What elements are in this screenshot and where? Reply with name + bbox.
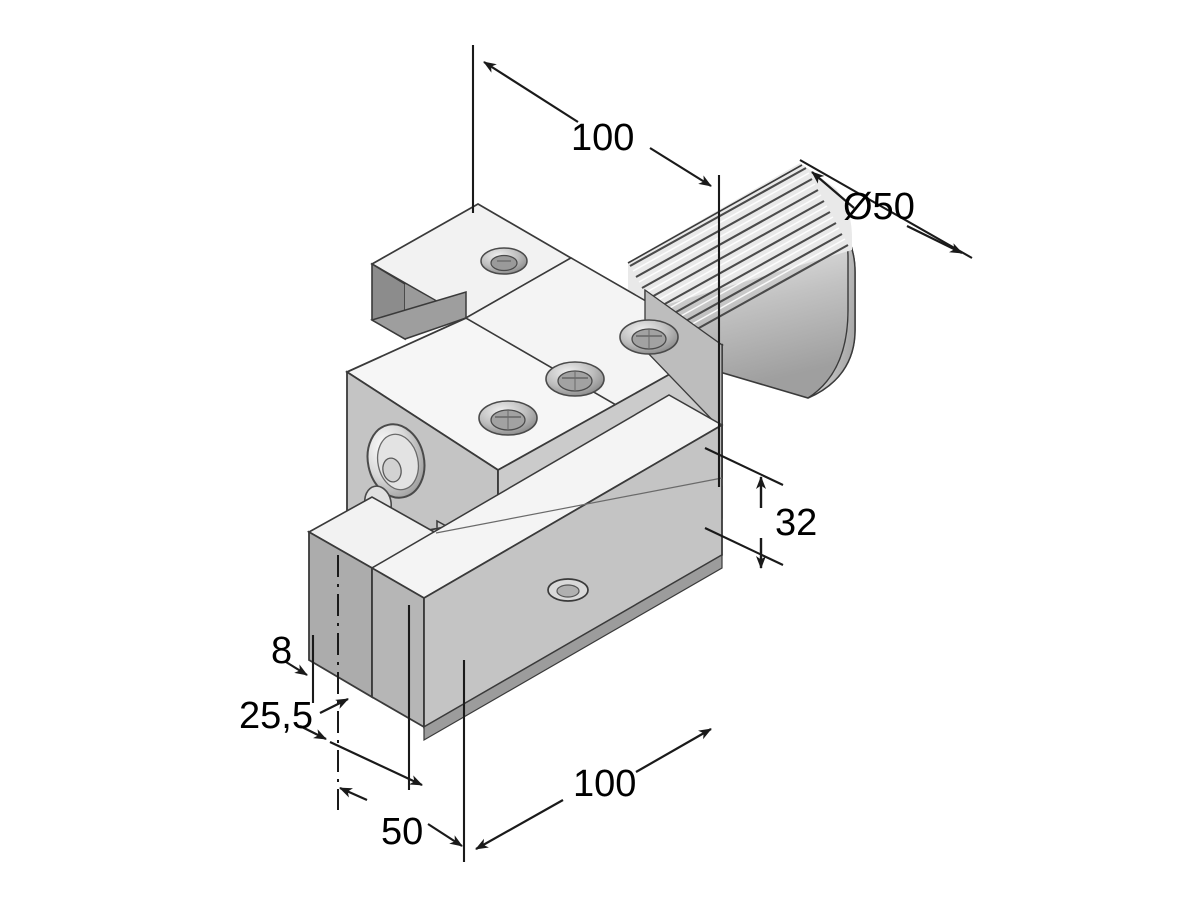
left-face-counterbore — [366, 423, 426, 499]
dimension-label-center-height: 32 — [775, 502, 817, 544]
dimension-shank-diameter — [799, 159, 973, 259]
shank-serrations — [628, 163, 852, 344]
dimension-line — [329, 741, 423, 786]
extension-line — [704, 527, 784, 566]
dimension-label-shank-diameter: Ø50 — [843, 186, 915, 228]
dimension-label-width-50: 50 — [381, 811, 423, 853]
countersunk-hole — [619, 319, 679, 355]
dimension-small-offset — [285, 635, 315, 703]
dimension-axis-offset — [299, 605, 423, 790]
dimension-label-base-length: 100 — [573, 763, 636, 805]
base-plate — [307, 394, 724, 742]
countersunk-hole — [545, 361, 605, 397]
part-geometry — [307, 163, 856, 742]
top-countersunk-holes — [478, 247, 679, 436]
dimension-arrow — [475, 799, 564, 850]
dimension-center-height — [704, 447, 784, 569]
dimension-label-top-length: 100 — [571, 117, 634, 159]
countersunk-hole — [480, 247, 528, 275]
dimension-label-axis-offset: 25,5 — [239, 695, 313, 737]
dimension-arrow — [339, 786, 368, 802]
dimension-arrow — [483, 61, 579, 123]
dimension-base-length — [462, 660, 712, 862]
base-countersunk-hole — [547, 578, 589, 602]
dimension-top-length — [471, 45, 721, 487]
extension-line — [799, 159, 973, 259]
extension-line — [704, 447, 784, 486]
dimension-arrow — [906, 225, 963, 254]
dimension-arrow — [811, 171, 855, 209]
dimension-arrow — [319, 698, 349, 714]
dimension-arrow — [635, 728, 712, 773]
countersunk-hole — [478, 400, 538, 436]
dimension-arrow — [299, 725, 327, 740]
dimension-layer — [285, 45, 973, 862]
dimension-arrow — [427, 823, 463, 847]
dimension-arrow — [285, 661, 308, 676]
dimension-arrow — [649, 147, 712, 187]
dimension-width-50 — [339, 786, 463, 847]
dimension-labels: 100 Ø50 32 8 25,5 50 100 — [239, 117, 915, 853]
dimension-label-small-offset: 8 — [271, 630, 292, 672]
